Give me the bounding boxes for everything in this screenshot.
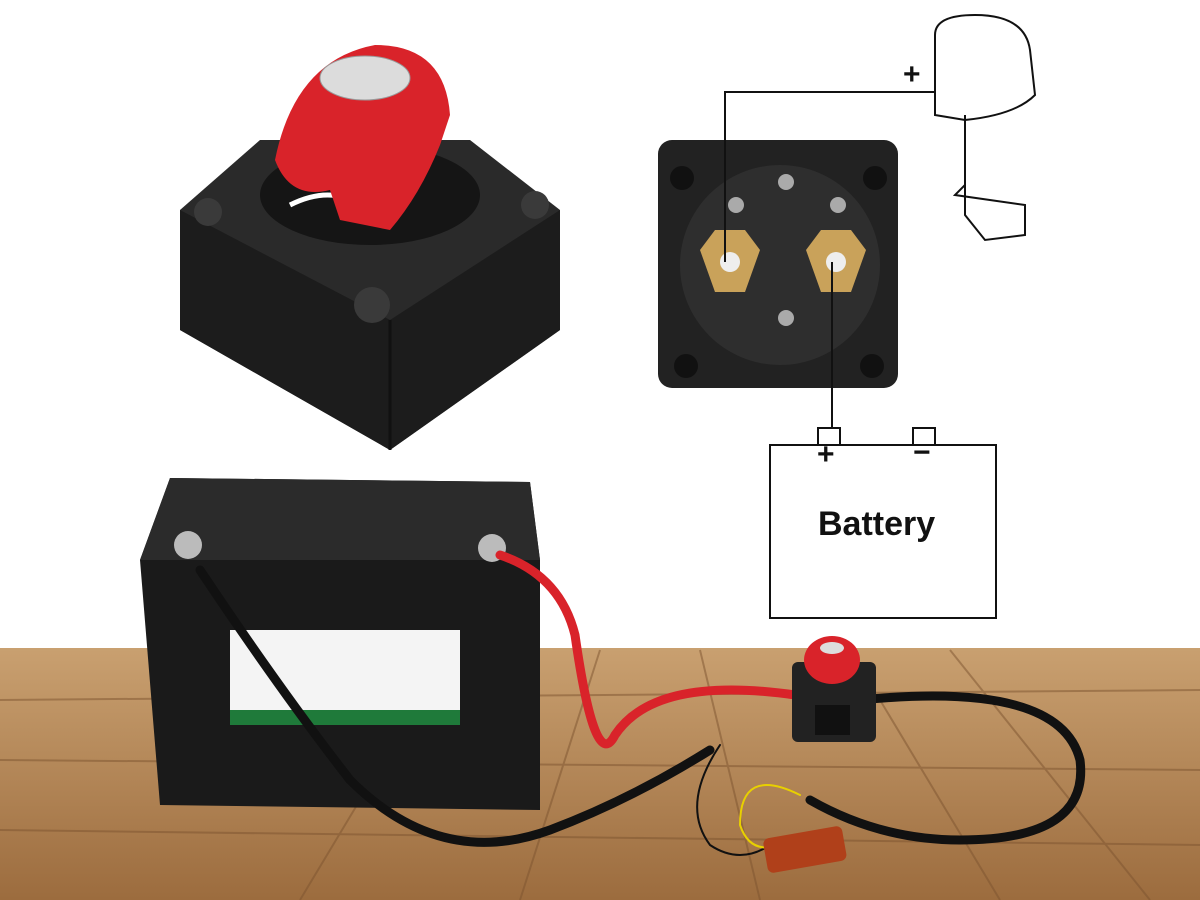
car-battery (140, 478, 540, 810)
battery-positive-label: + (817, 438, 835, 471)
motor-positive-label: + (903, 58, 921, 91)
wiring-diagram (724, 13, 1037, 619)
battery-negative-label: − (913, 436, 931, 469)
battery-switch-small (792, 636, 876, 742)
cables (195, 550, 1086, 873)
battery-label: Battery (818, 505, 936, 543)
battery-switch-large (180, 45, 560, 450)
battery-switch-rear (658, 140, 898, 388)
